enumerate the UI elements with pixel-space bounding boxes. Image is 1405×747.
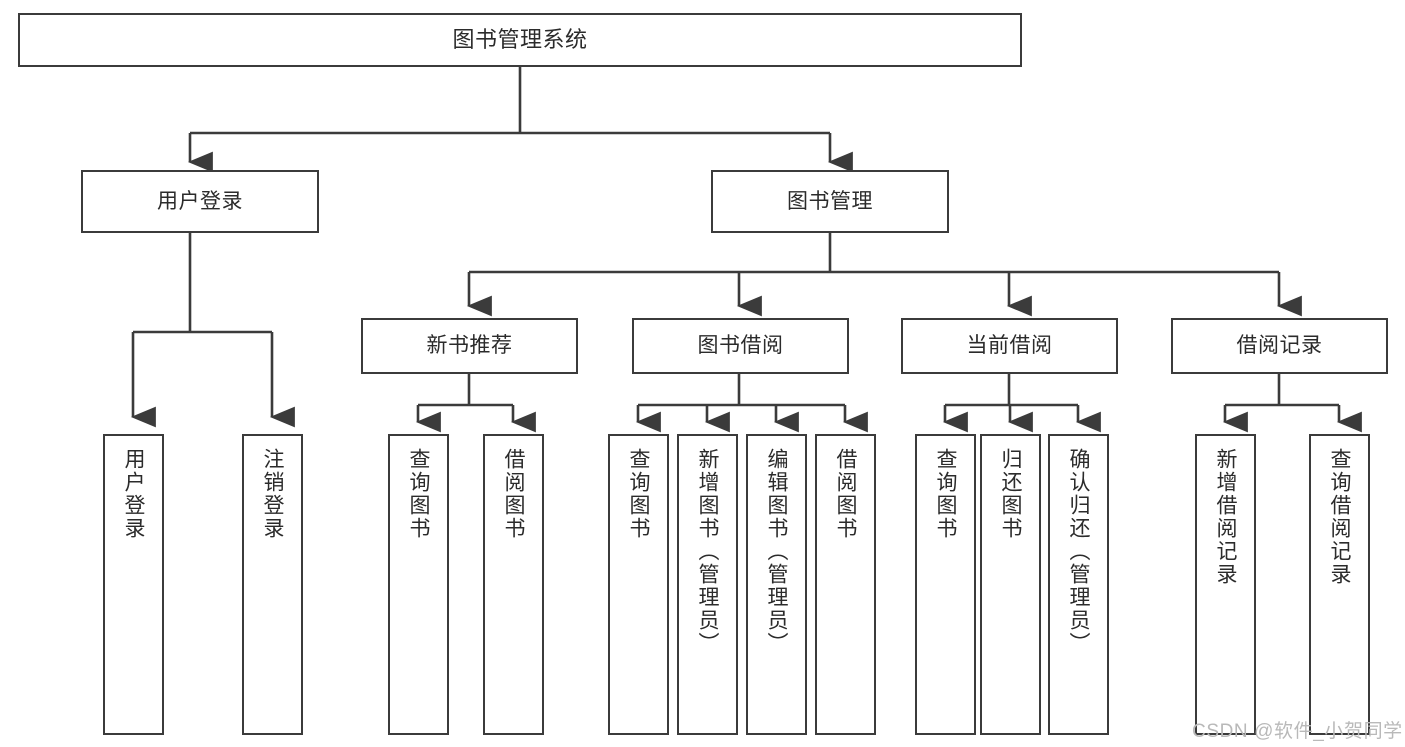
node-label: 借阅图书: [834, 448, 857, 540]
node-label: 确认归还（管理员）: [1067, 448, 1090, 655]
node-book-management[interactable]: 图书管理: [711, 170, 949, 233]
node-leaf-add-record[interactable]: 新增借阅记录: [1195, 434, 1256, 735]
watermark-text: CSDN @软件_小贺同学: [1192, 721, 1403, 742]
arrowhead-group-level3: [466, 294, 1302, 317]
connector-user-login-to-leaves: [131, 232, 274, 400]
node-label: 查询图书: [934, 448, 957, 540]
node-leaf-borrow-book-1[interactable]: 借阅图书: [483, 434, 544, 735]
node-root-book-management-system[interactable]: 图书管理系统: [18, 13, 1022, 67]
node-leaf-logout[interactable]: 注销登录: [242, 434, 303, 735]
node-leaf-add-book[interactable]: 新增图书（管理员）: [677, 434, 738, 735]
node-label: 注销登录: [261, 448, 284, 540]
node-current-borrow[interactable]: 当前借阅: [901, 318, 1118, 374]
arrowhead-group-record-leaves: [1222, 411, 1362, 433]
arrowhead-group-borrow-leaves: [635, 411, 868, 433]
connector-new-book-recommend-to-leaves: [416, 374, 515, 414]
node-leaf-query-book-3[interactable]: 查询图书: [915, 434, 976, 735]
connector-borrow-record-to-leaves: [1223, 374, 1341, 414]
node-label: 用户登录: [157, 189, 243, 213]
node-label: 查询借阅记录: [1328, 448, 1351, 586]
arrowhead-group-current-leaves: [942, 411, 1101, 433]
node-label: 图书管理: [787, 189, 873, 213]
connector-current-borrow-to-leaves: [943, 374, 1080, 414]
node-leaf-return-book[interactable]: 归还图书: [980, 434, 1041, 735]
connector-root-to-level2: [188, 67, 832, 150]
node-leaf-user-login[interactable]: 用户登录: [103, 434, 164, 735]
node-borrow-record[interactable]: 借阅记录: [1171, 318, 1388, 374]
node-book-borrow[interactable]: 图书借阅: [632, 318, 849, 374]
node-label: 归还图书: [999, 448, 1022, 540]
connector-book-borrow-to-leaves: [636, 374, 847, 414]
node-label: 查询图书: [407, 448, 430, 540]
node-label: 查询图书: [627, 448, 650, 540]
node-label: 编辑图书（管理员）: [765, 448, 788, 655]
node-label: 借阅图书: [502, 448, 525, 540]
node-label: 新增图书（管理员）: [696, 448, 719, 655]
node-label: 当前借阅: [966, 334, 1053, 358]
node-label: 图书管理系统: [452, 26, 588, 52]
node-leaf-query-book-2[interactable]: 查询图书: [608, 434, 669, 735]
node-leaf-query-record[interactable]: 查询借阅记录: [1309, 434, 1370, 735]
node-new-book-recommend[interactable]: 新书推荐: [361, 318, 578, 374]
node-leaf-edit-book[interactable]: 编辑图书（管理员）: [746, 434, 807, 735]
node-label: 新增借阅记录: [1214, 448, 1237, 586]
node-label: 新书推荐: [426, 334, 513, 358]
node-user-login[interactable]: 用户登录: [81, 170, 319, 233]
node-label: 图书借阅: [697, 334, 784, 358]
node-leaf-confirm-return[interactable]: 确认归还（管理员）: [1048, 434, 1109, 735]
node-label: 借阅记录: [1236, 334, 1323, 358]
node-label: 用户登录: [122, 448, 145, 540]
arrowhead-group-user-login-leaves: [130, 400, 295, 428]
connector-book-management-to-level3: [467, 233, 1281, 294]
arrowhead-group-recommend-leaves: [415, 411, 536, 433]
arrowhead-group-level2: [187, 150, 853, 173]
node-leaf-query-book-1[interactable]: 查询图书: [388, 434, 449, 735]
node-leaf-borrow-book-2[interactable]: 借阅图书: [815, 434, 876, 735]
